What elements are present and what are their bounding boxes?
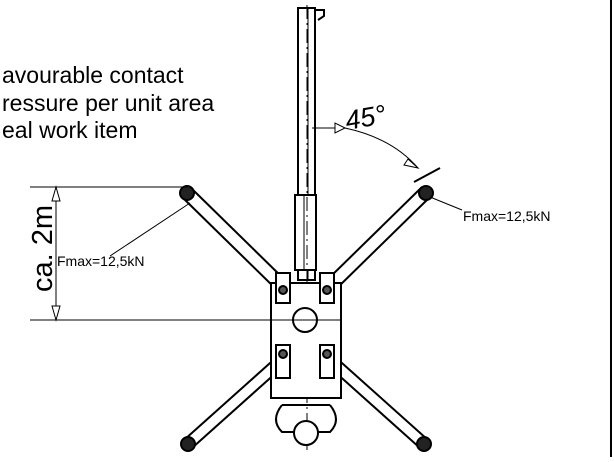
angle-label: 45° xyxy=(343,99,389,136)
mast xyxy=(294,7,325,281)
force-leaders xyxy=(109,196,463,257)
height-dimension xyxy=(30,185,298,322)
force-label-left: Fmax=12,5kN xyxy=(57,253,145,269)
foot-pad-upper-right xyxy=(418,185,434,201)
heading-line-2: ressure per unit area xyxy=(2,90,214,116)
base-frame xyxy=(270,272,342,399)
foot-pad-upper-left xyxy=(179,185,195,201)
angle-dimension xyxy=(312,122,441,183)
heading-line-3: eal work item xyxy=(2,117,137,143)
dimension-label: ca. 2m xyxy=(27,205,59,292)
heading: avourable contact ressure per unit area … xyxy=(2,62,214,143)
foot-pad-lower-left xyxy=(180,436,196,452)
base-handle xyxy=(275,404,337,446)
foot-pads xyxy=(179,185,434,452)
foot-pad-lower-right xyxy=(416,436,432,452)
heading-line-1: avourable contact xyxy=(2,62,184,88)
force-label-right: Fmax=12,5kN xyxy=(463,208,551,224)
